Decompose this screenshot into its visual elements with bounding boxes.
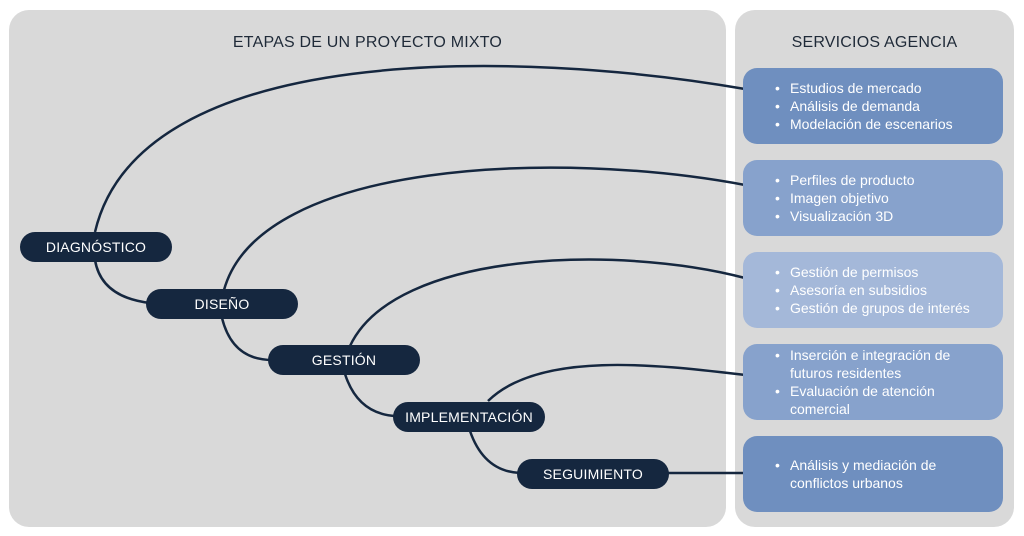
stages-panel-title: ETAPAS DE UN PROYECTO MIXTO — [232, 34, 503, 51]
service-item: Gestión de permisos — [775, 263, 970, 281]
stage-seguimiento: SEGUIMIENTO — [517, 459, 669, 489]
service-item: Inserción e integración de futuros resid… — [775, 346, 991, 382]
stage-gestion: GESTIÓN — [268, 345, 420, 375]
services-panel-title: SERVICIOS AGENCIA — [791, 34, 958, 51]
service-item: Evaluación de atención comercial — [775, 382, 991, 418]
service-item: Modelación de escenarios — [775, 115, 953, 133]
service-list-diseno: Perfiles de producto Imagen objetivo Vis… — [775, 171, 915, 225]
stages-panel: ETAPAS DE UN PROYECTO MIXTO — [9, 10, 726, 527]
service-list-seguimiento: Análisis y mediación de conflictos urban… — [775, 456, 991, 492]
service-box-gestion: Gestión de permisos Asesoría en subsidio… — [743, 252, 1003, 328]
service-box-seguimiento: Análisis y mediación de conflictos urban… — [743, 436, 1003, 512]
service-list-diagnostico: Estudios de mercado Análisis de demanda … — [775, 79, 953, 133]
stage-diagnostico: DIAGNÓSTICO — [20, 232, 172, 262]
service-item: Gestión de grupos de interés — [775, 299, 970, 317]
service-item: Análisis de demanda — [775, 97, 953, 115]
service-list-implementacion: Inserción e integración de futuros resid… — [775, 346, 991, 418]
service-item: Perfiles de producto — [775, 171, 915, 189]
service-box-diagnostico: Estudios de mercado Análisis de demanda … — [743, 68, 1003, 144]
stage-diseno: DISEÑO — [146, 289, 298, 319]
service-list-gestion: Gestión de permisos Asesoría en subsidio… — [775, 263, 970, 317]
service-box-implementacion: Inserción e integración de futuros resid… — [743, 344, 1003, 420]
service-item: Asesoría en subsidios — [775, 281, 970, 299]
service-item: Análisis y mediación de conflictos urban… — [775, 456, 991, 492]
service-item: Estudios de mercado — [775, 79, 953, 97]
service-item: Imagen objetivo — [775, 189, 915, 207]
service-item: Visualización 3D — [775, 207, 915, 225]
stage-implementacion: IMPLEMENTACIÓN — [393, 402, 545, 432]
service-box-diseno: Perfiles de producto Imagen objetivo Vis… — [743, 160, 1003, 236]
